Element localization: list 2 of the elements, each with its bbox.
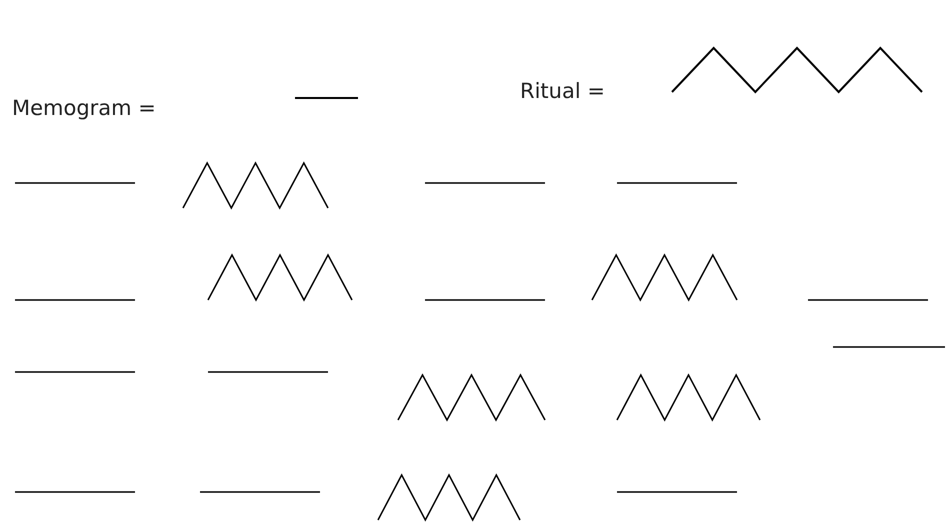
legend-label: Ritual = [520,79,605,103]
legend-label: Memogram = [12,96,156,120]
